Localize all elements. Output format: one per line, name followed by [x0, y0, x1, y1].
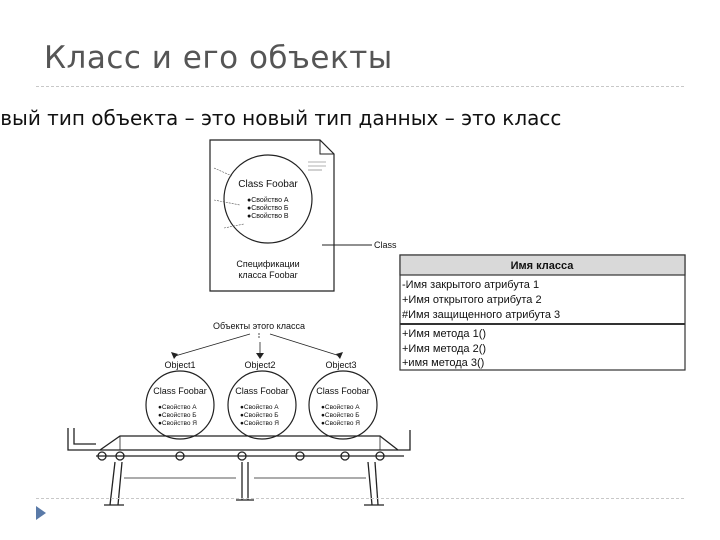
uml-attribute: +Имя открытого атрибута 2 — [402, 294, 542, 306]
uml-attribute: -Имя закрытого атрибута 1 — [402, 279, 539, 291]
title-divider — [36, 86, 684, 87]
object-property: ●Свойство Я — [321, 419, 360, 427]
object-property: ●Свойство Б — [321, 411, 360, 419]
uml-method: +имя метода 3() — [402, 357, 484, 369]
spec-document: Class Foobar ●Свойство А ●Свойство Б ●Св… — [209, 139, 397, 292]
object-property: ●Свойство Б — [158, 411, 197, 419]
spec-caption-line1: Спецификации — [236, 259, 299, 269]
spec-class-name: Class Foobar — [238, 179, 298, 190]
object-property: ●Свойство А — [240, 403, 279, 411]
objects-group: Объекты этого класса Object1 Object2 Obj… — [67, 321, 411, 506]
uml-class-box: Имя класса -Имя закрытого атрибута 1 +Им… — [399, 254, 686, 371]
object-label: Object3 — [325, 360, 356, 370]
uml-method: +Имя метода 1() — [402, 328, 486, 340]
slide-subtitle: овый тип объекта – это новый тип данных … — [0, 106, 562, 130]
slide-title: Класс и его объекты — [44, 40, 393, 76]
spec-property: ●Свойство В — [247, 212, 289, 220]
object-class-name: Class Foobar — [153, 386, 207, 396]
object-circle — [145, 370, 215, 440]
objects-caption: Объекты этого класса — [213, 321, 305, 331]
object-property: ●Свойство Я — [240, 419, 279, 427]
spec-class-circle — [223, 154, 313, 244]
slide-bullet-icon — [36, 506, 46, 520]
spec-property: ●Свойство А — [247, 196, 289, 204]
object-circle — [227, 370, 297, 440]
spec-property: ●Свойство Б — [247, 204, 289, 212]
object-property: ●Свойство Я — [158, 419, 197, 427]
object-label: Object1 — [164, 360, 195, 370]
object-label: Object2 — [244, 360, 275, 370]
footer-divider — [36, 498, 684, 499]
conveyor-belt — [67, 428, 411, 506]
uml-attribute: #Имя защищенного атрибута 3 — [402, 309, 560, 321]
spec-caption-line2: класса Foobar — [238, 270, 297, 280]
object-property: ●Свойство Б — [240, 411, 279, 419]
object-class-name: Class Foobar — [316, 386, 370, 396]
uml-header: Имя класса — [511, 260, 575, 272]
object-circle — [308, 370, 378, 440]
spec-class-label: Class — [374, 240, 397, 250]
object-property: ●Свойство А — [321, 403, 360, 411]
object-class-name: Class Foobar — [235, 386, 289, 396]
uml-method: +Имя метода 2() — [402, 343, 486, 355]
object-property: ●Свойство А — [158, 403, 197, 411]
